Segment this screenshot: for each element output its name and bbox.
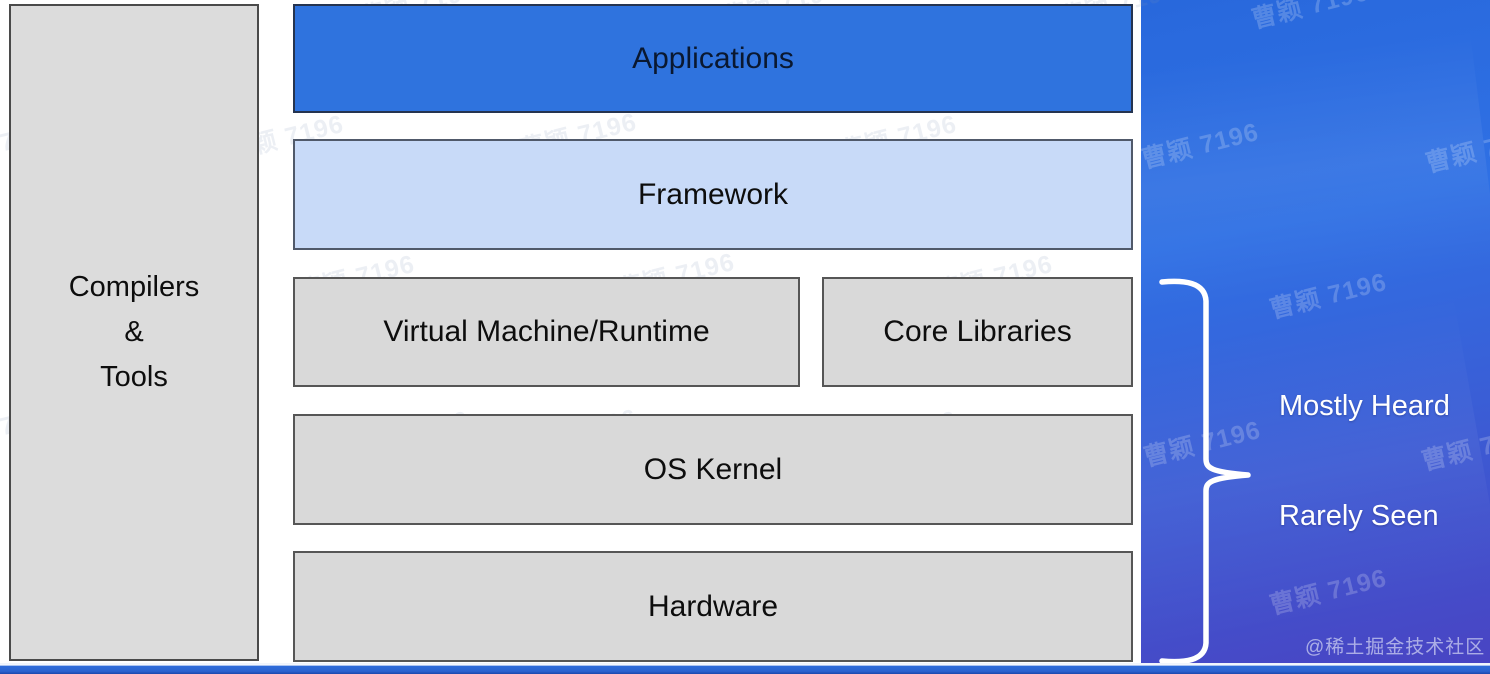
bottom-bar <box>0 663 1490 674</box>
box-core-libraries-label: Core Libraries <box>883 315 1072 348</box>
diagram-canvas: 曹颖 7196 曹颖 7196 曹颖 7196 曹颖 7196 曹颖 7196 … <box>0 0 1180 662</box>
annotation-rarely-seen: Rarely Seen <box>1279 500 1439 532</box>
box-os-kernel: OS Kernel <box>293 414 1133 525</box>
box-os-kernel-label: OS Kernel <box>643 452 783 486</box>
box-hardware-label: Hardware <box>647 589 779 623</box>
box-applications-label: Applications <box>632 41 794 75</box>
annotation-mostly-heard: Mostly Heard <box>1279 390 1450 422</box>
box-virtual-machine-runtime-label: Virtual Machine/Runtime <box>383 315 710 348</box>
box-framework-label: Framework <box>637 177 788 211</box>
box-applications: Applications <box>293 4 1133 113</box>
box-framework: Framework <box>293 139 1133 250</box>
box-compilers-tools-label: Compilers & Tools <box>68 271 200 393</box>
community-watermark: @稀土掘金技术社区 <box>1305 637 1486 658</box>
watermark-text: 曹颖 7196 <box>1248 0 1372 34</box>
box-compilers-tools: Compilers & Tools <box>9 4 259 661</box>
curly-brace-icon <box>1159 278 1251 665</box>
box-hardware: Hardware <box>293 551 1133 662</box>
box-virtual-machine-runtime: Virtual Machine/Runtime <box>293 277 800 387</box>
box-core-libraries: Core Libraries <box>822 277 1133 387</box>
